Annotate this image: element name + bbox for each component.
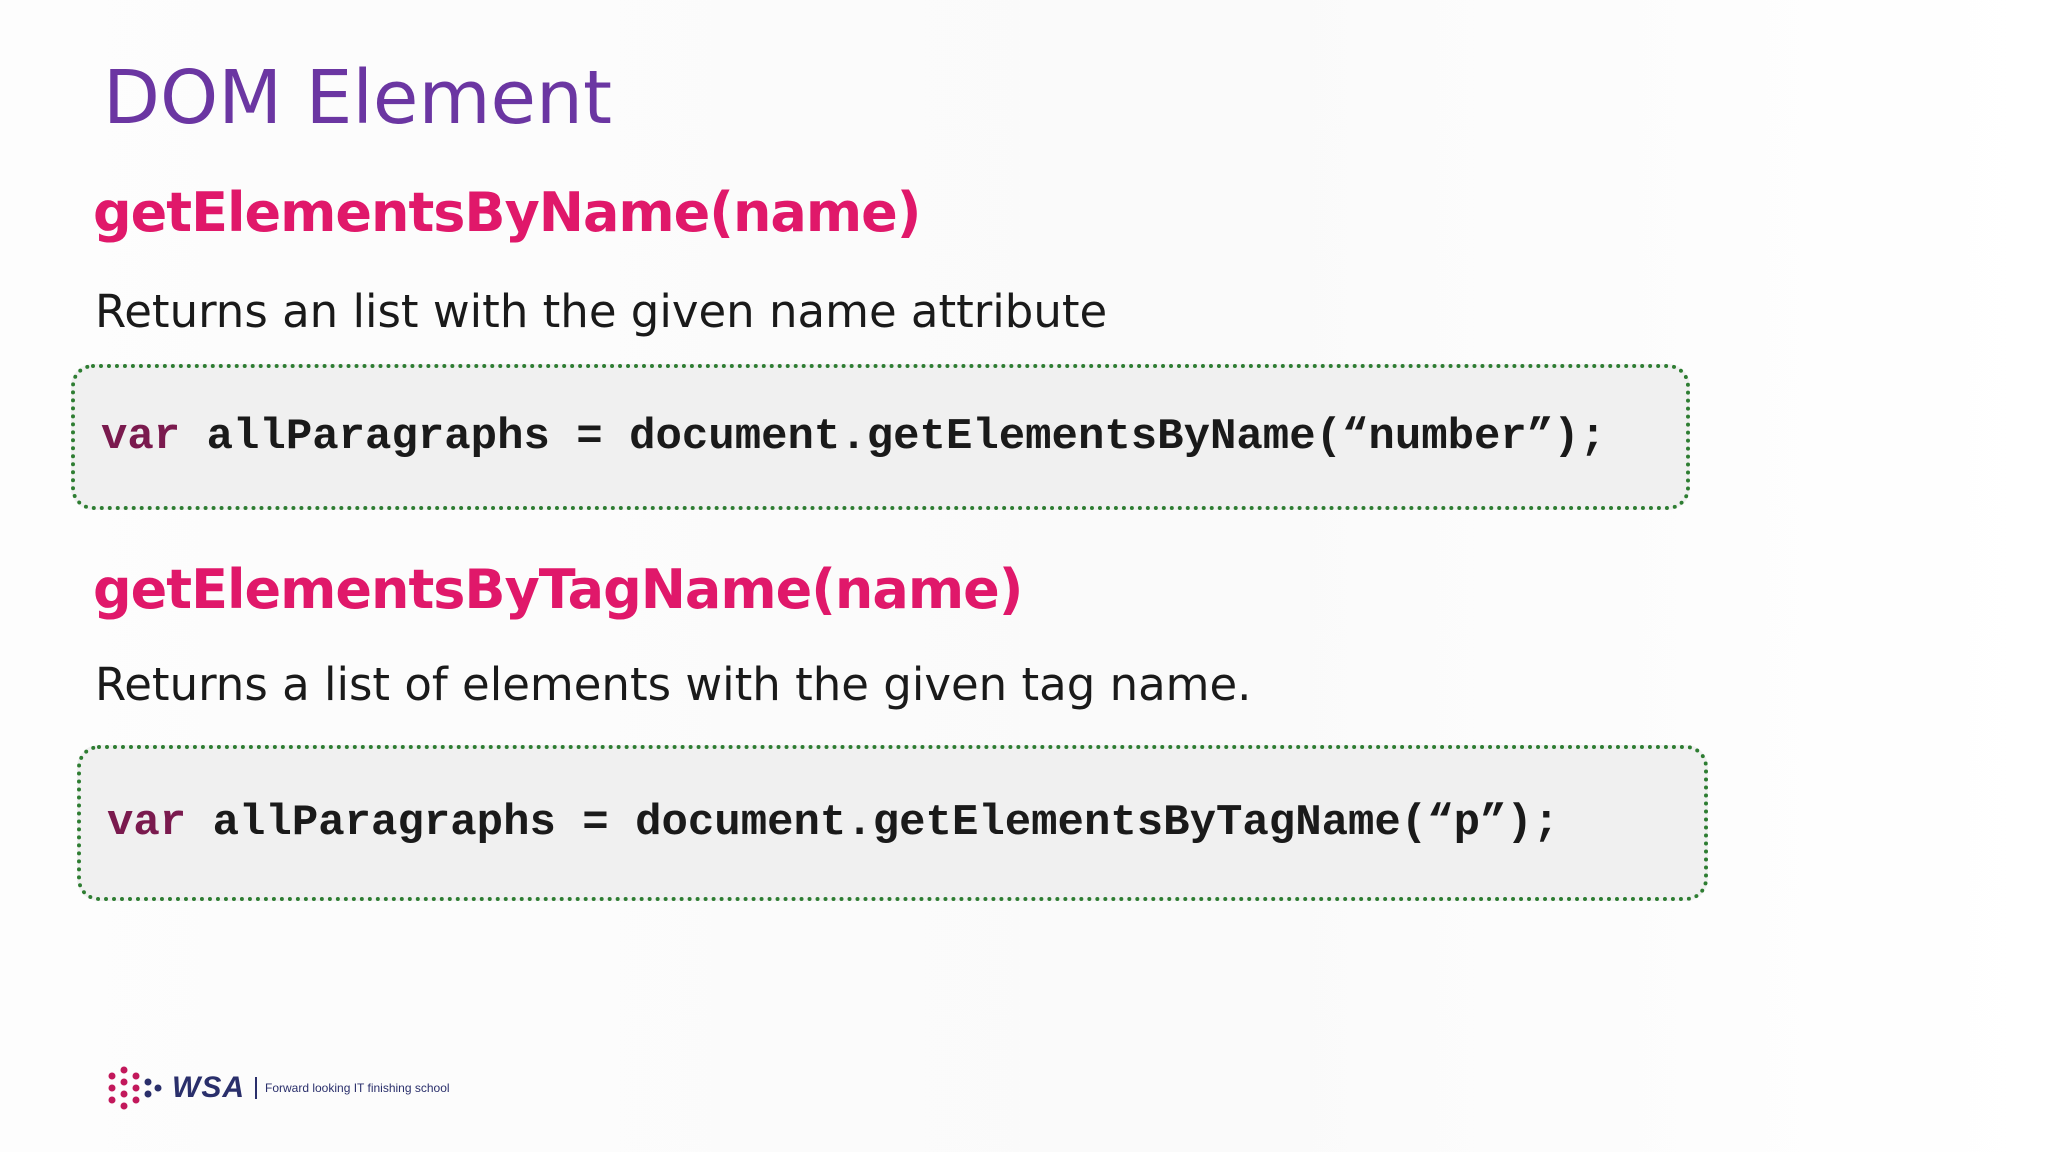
- code-keyword: var: [101, 412, 181, 462]
- code-box-get-elements-by-tag-name: var allParagraphs = document.getElements…: [77, 745, 1708, 901]
- code-text: allParagraphs = document.getElementsByNa…: [180, 412, 1607, 462]
- code-box-get-elements-by-name: var allParagraphs = document.getElements…: [71, 364, 1690, 510]
- slide-title: DOM Element: [103, 55, 612, 141]
- dot-grid-logo-icon: [108, 1066, 162, 1110]
- code-text: allParagraphs = document.getElementsByTa…: [186, 798, 1560, 848]
- logo-divider: [255, 1077, 257, 1099]
- code-keyword: var: [107, 798, 187, 848]
- section-heading-get-elements-by-name: getElementsByName(name): [93, 181, 921, 244]
- logo-tagline: Forward looking IT finishing school: [265, 1081, 450, 1095]
- footer-branding: WSA Forward looking IT finishing school: [106, 1066, 450, 1110]
- code-line: var allParagraphs = document.getElements…: [107, 798, 1559, 848]
- section-heading-get-elements-by-tag-name: getElementsByTagName(name): [93, 558, 1023, 621]
- logo-wordmark: WSA: [172, 1071, 245, 1104]
- section-description-get-elements-by-tag-name: Returns a list of elements with the give…: [95, 658, 1252, 711]
- code-line: var allParagraphs = document.getElements…: [101, 412, 1606, 462]
- section-description-get-elements-by-name: Returns an list with the given name attr…: [95, 285, 1108, 338]
